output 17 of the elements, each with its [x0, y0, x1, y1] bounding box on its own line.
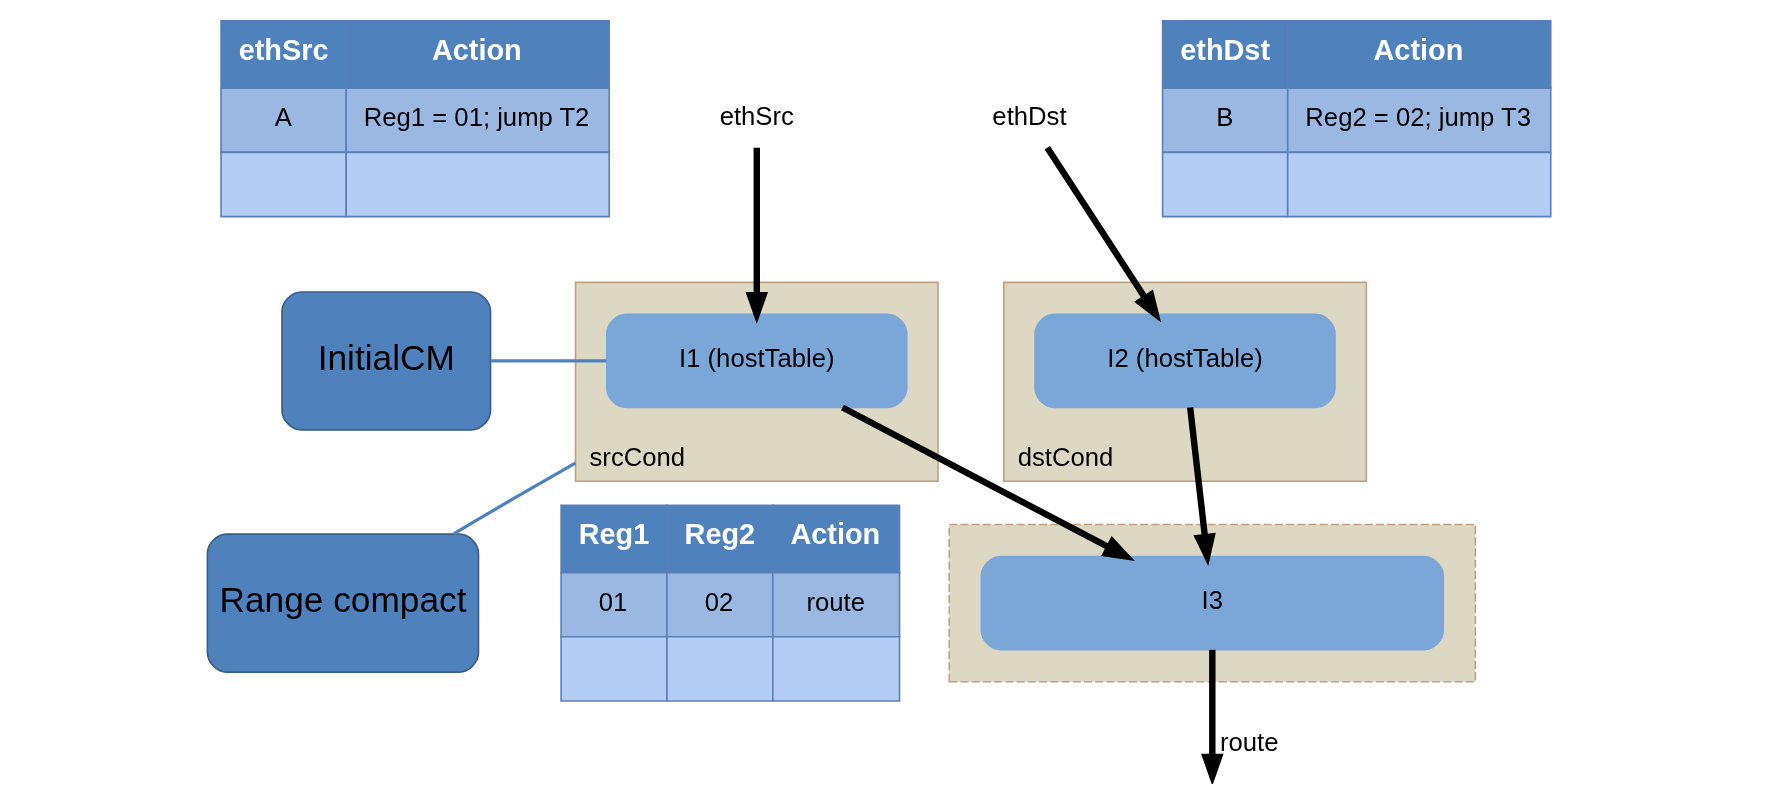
label: A — [274, 103, 292, 132]
label: ethSrc — [238, 34, 329, 67]
label: 02 — [704, 587, 734, 616]
label: 01 — [598, 587, 628, 616]
node-text: ethDst — [992, 101, 1067, 130]
label: Reg1 — [578, 518, 650, 551]
label: Reg2 — [684, 518, 756, 551]
node-text: ethSrc — [719, 101, 794, 130]
edge-label: route — [1219, 728, 1279, 757]
label: route — [806, 587, 865, 616]
label: Action — [790, 518, 881, 551]
label: ethDst — [1180, 34, 1271, 67]
label: Action — [1373, 34, 1464, 67]
label: Action — [431, 34, 522, 67]
label: B — [1216, 103, 1234, 132]
label: Reg2 = 02; jump T3 — [1305, 103, 1531, 132]
label: Reg1 = 01; jump T2 — [363, 103, 590, 132]
